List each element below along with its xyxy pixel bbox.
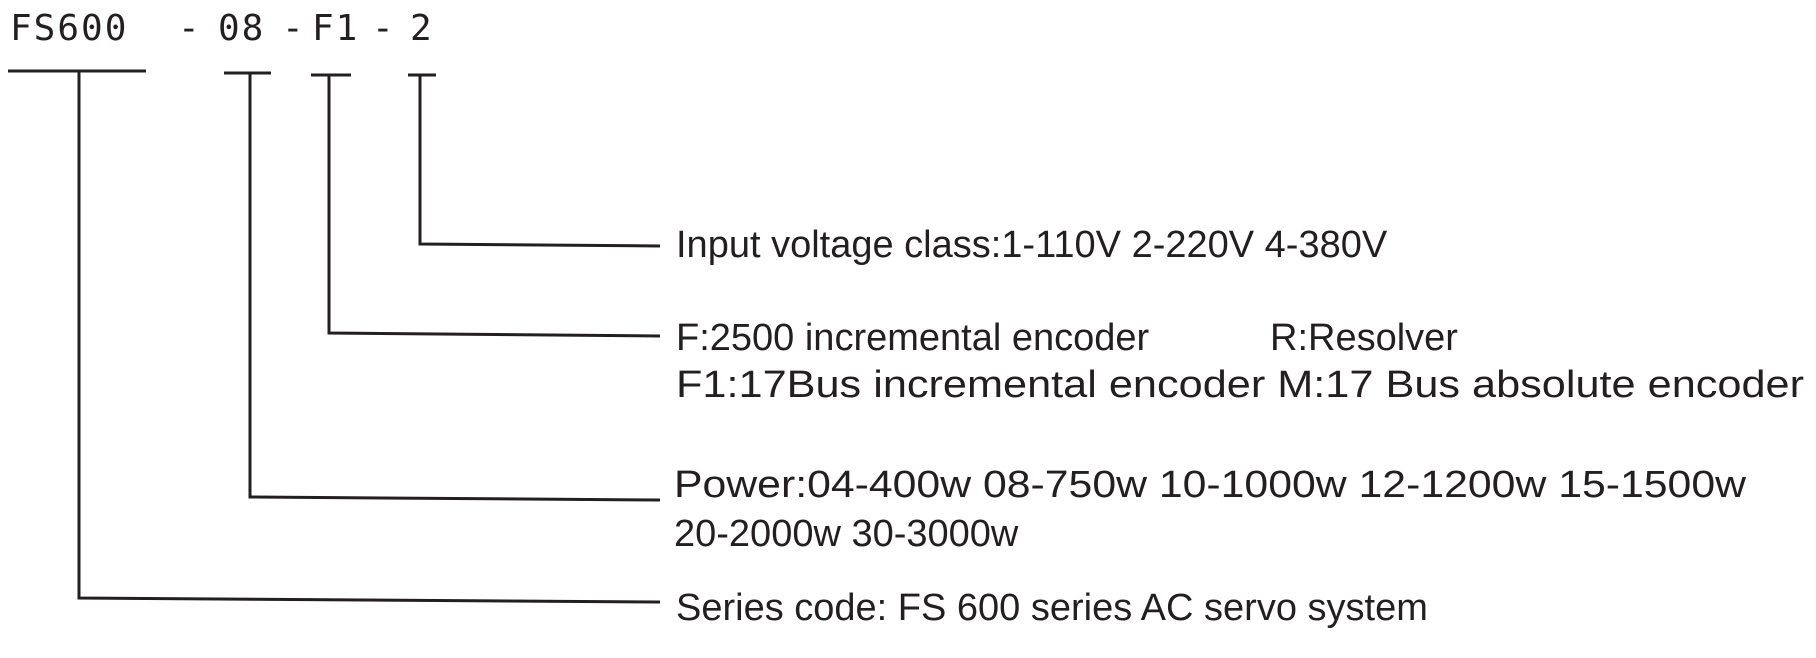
desc-encoder-line2: F1:17Bus incremental encoder M:17 Bus ab…: [676, 364, 1804, 406]
desc-power-line2: 20-2000w 30-3000w: [674, 513, 1019, 555]
code-series: FS600: [10, 8, 128, 49]
leader-voltage: [418, 75, 661, 248]
leader-power: [248, 73, 661, 502]
leader-encoder: [327, 75, 661, 338]
desc-voltage: Input voltage class:1-110V 2-220V 4-380V: [676, 224, 1388, 266]
code-dash-2: -: [282, 8, 306, 49]
code-dash-1: -: [178, 8, 202, 49]
desc-encoder-line1-a: F:2500 incremental encoder: [676, 317, 1150, 359]
code-dash-3: -: [372, 8, 396, 49]
desc-encoder-line1-b: R:Resolver: [1270, 317, 1458, 359]
code-voltage: 2: [410, 8, 434, 49]
desc-series: Series code: FS 600 series AC servo syst…: [676, 587, 1428, 629]
code-power: 08: [218, 8, 265, 49]
leader-series: [77, 71, 661, 604]
code-encoder: F1: [312, 8, 359, 49]
desc-power-line1: Power:04-400w 08-750w 10-1000w 12-1200w …: [674, 464, 1747, 506]
